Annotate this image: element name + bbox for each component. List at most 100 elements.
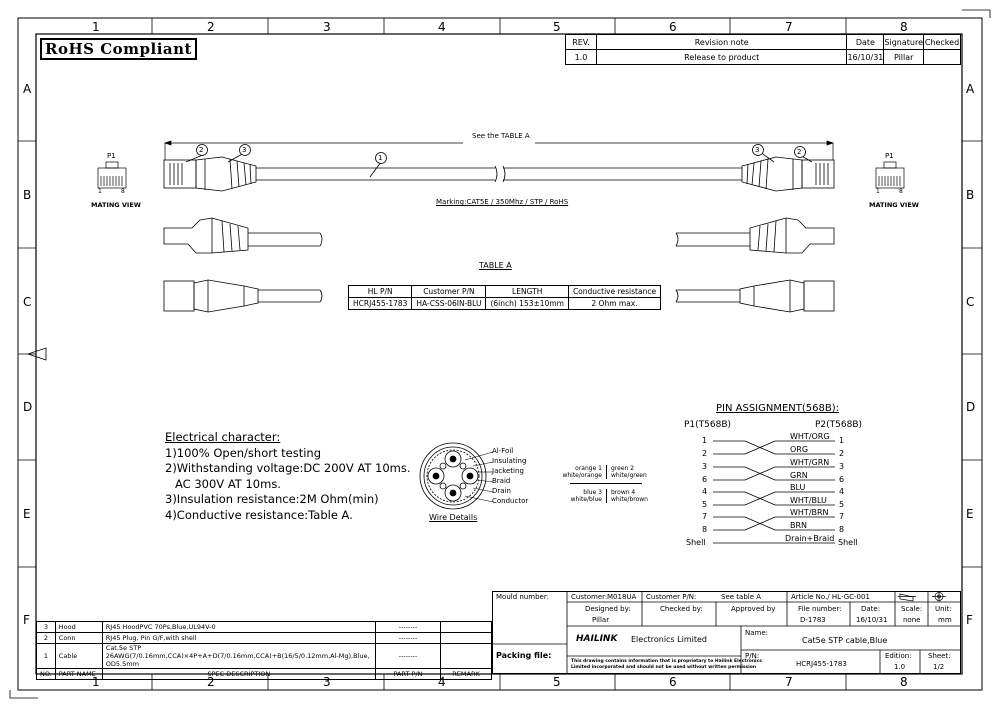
wire-cross-section (419, 442, 487, 510)
parts-list: 3 Hood RJ45 HoodPVC 70Ps,Blue,UL94V-0 --… (36, 621, 492, 680)
revision-table: REV. Revision note Date Signature Checke… (565, 34, 961, 65)
wire-color-6: GRN (790, 471, 808, 480)
projection-symbol-icon (898, 591, 946, 602)
mould-label: Mould number: (496, 593, 549, 601)
pin-p1-label: P1(T568B) (684, 420, 732, 430)
pin-right-4: 4 (839, 487, 845, 496)
disclaimer-1: This drawing contains information that i… (571, 659, 762, 664)
name-label: Name: (745, 629, 769, 637)
pin1-right: 1 (876, 188, 880, 195)
designed-label: Designed by: (585, 605, 631, 613)
pin-right-1: 1 (839, 436, 845, 445)
balloon-1: 1 (378, 154, 383, 162)
grid-col-7-bottom: 7 (785, 675, 793, 689)
pair-2-b: white/green (611, 472, 647, 479)
title-block (492, 591, 961, 674)
wire-color-1: WHT/ORG (790, 432, 830, 441)
file-number-value: D-1783 (800, 616, 826, 624)
mating-view-left (97, 161, 127, 189)
wire-leaders (464, 451, 494, 503)
customer-pn-label: Customer P/N: (646, 593, 697, 601)
rev-note: Release to product (595, 49, 848, 65)
pin-left-8: 8 (702, 525, 708, 534)
pin-assignment-title: PIN ASSIGNMENT(568B): (716, 403, 840, 414)
name-value: Cat5e STP cable,Blue (802, 636, 888, 645)
part-remark (440, 643, 492, 669)
part-name: Cable (54, 643, 103, 669)
pin-right-3: 3 (839, 462, 845, 471)
pn-value: HCRJ455-1783 (796, 660, 847, 668)
mating-view-right-label: MATING VIEW (869, 201, 919, 209)
grid-col-3-bottom: 3 (323, 675, 331, 689)
scale-value: none (903, 616, 921, 624)
grid-col-4-bottom: 4 (438, 675, 446, 689)
company-name: Electronics Limited (631, 635, 707, 644)
scale-label: Scale: (901, 605, 923, 613)
grid-col-7: 7 (785, 20, 793, 34)
wire-label-insulating: Insulating (492, 457, 527, 465)
grid-row-c: C (23, 295, 32, 309)
pin-left-3: 3 (702, 462, 708, 471)
pair-3-a: blue 3 (583, 489, 602, 496)
pin-left-4: 4 (702, 487, 708, 496)
grid-row-b: B (23, 188, 32, 202)
customer-pn-value: See table A (721, 593, 762, 601)
sheet-label: Sheet: (928, 652, 951, 660)
wire-color-7: WHT/BRN (790, 508, 829, 517)
grid-col-5-bottom: 5 (553, 675, 561, 689)
unit-label: Unit: (935, 605, 952, 613)
date-value: 16/10/31 (856, 616, 888, 624)
table-a: HL P/N Customer P/N LENGTH Conductive re… (347, 285, 662, 310)
pair-3-b: white/blue (570, 496, 602, 503)
grid-row-d: D (23, 400, 33, 414)
pair-1-b: white/orange (562, 472, 602, 479)
part-pn: -------- (375, 643, 441, 669)
table-a-customer-pn: HA-CSS-06IN-BLU (411, 297, 487, 310)
pin-left-7: 7 (702, 512, 708, 521)
bottom-view (163, 279, 835, 313)
electrical-line-5: 4)Conductive resistance:Table A. (165, 507, 353, 522)
pin-left-6: 6 (702, 475, 708, 484)
grid-col-3: 3 (323, 20, 331, 34)
grid-row-d-right: D (966, 400, 976, 414)
grid-row-a-right: A (966, 82, 975, 96)
rev-date: 16/10/31 (846, 49, 885, 65)
pair-4-color: brown 4 white/brown (606, 489, 648, 503)
grid-row-f-right: F (966, 613, 973, 627)
side-view (163, 217, 835, 254)
pair-4-b: white/brown (611, 496, 648, 503)
grid-col-1-bottom: 1 (92, 675, 100, 689)
article-number: Article No./ HL-GC-001 (791, 593, 870, 601)
customer-label: Customer: (571, 593, 608, 601)
sheet-value: 1/2 (933, 663, 945, 671)
parts-header: NO. PART NAME SPEC DESCRIPTION PART P/N … (36, 668, 492, 680)
table-a-title: TABLE A (479, 261, 512, 270)
pair-1-a: orange 1 (575, 465, 602, 472)
pn-label: P/N: (745, 652, 760, 660)
electrical-line-3: AC 300V AT 10ms. (175, 476, 281, 491)
grid-row-f: F (23, 613, 30, 627)
wire-color-3: WHT/GRN (790, 458, 830, 467)
electrical-line-1: 1)100% Open/short testing (165, 445, 322, 460)
electrical-title: Electrical character: (165, 430, 281, 444)
grid-col-6-bottom: 6 (669, 675, 677, 689)
table-a-hlpn: HCRJ455-1783 (347, 297, 413, 310)
wire-label-braid: Braid (492, 477, 511, 485)
table-a-resistance: 2 Ohm max. (567, 297, 662, 310)
grid-col-8: 8 (900, 20, 908, 34)
table-a-length: (6inch) 153±10mm (485, 297, 569, 310)
pin-right-8: 8 (839, 525, 845, 534)
grid-row-b-right: B (966, 188, 975, 202)
grid-row-a: A (23, 82, 32, 96)
pair-1-color: orange 1 white/orange (562, 465, 602, 479)
pair-2-color: green 2 white/green (606, 465, 647, 479)
mating-view-right (875, 161, 905, 189)
balloon-3-right: 3 (755, 146, 760, 154)
pin8-left: 8 (121, 188, 125, 195)
approved-label: Approved by (731, 605, 776, 613)
grid-row-e-right: E (966, 507, 974, 521)
edition-label: Edition: (885, 652, 912, 660)
